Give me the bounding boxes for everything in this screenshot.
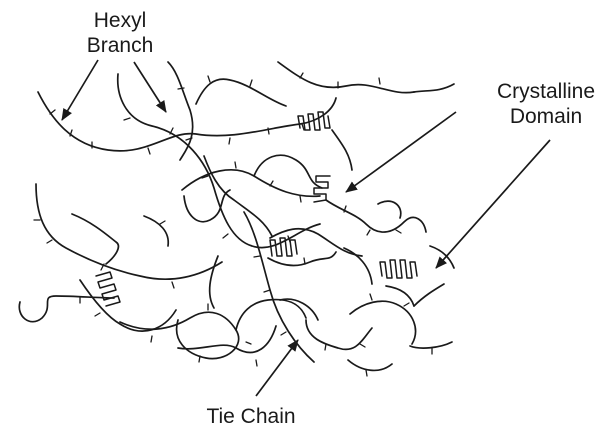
polymer-chain [386, 286, 414, 306]
polymer-chain [254, 155, 322, 188]
polymer-chain [268, 252, 336, 265]
hexyl-branch-arrow [62, 60, 98, 120]
crystalline-domain [380, 260, 417, 278]
polymer-chain [178, 326, 276, 352]
polymer-chain [204, 156, 272, 236]
polymer-chain [118, 74, 320, 248]
polymer-chain [210, 256, 218, 308]
branch-tick [367, 230, 370, 235]
polymer-chain [72, 214, 118, 264]
branch-tick [246, 342, 251, 344]
branch-tick [172, 282, 174, 288]
polymer-chain [414, 84, 454, 92]
branch-tick [281, 332, 286, 335]
crystalline-domain-label: Crystalline Domain [478, 79, 614, 129]
branch-tick [229, 138, 230, 144]
crystalline-domain [314, 176, 330, 202]
branch-tick [264, 290, 270, 292]
polymer-chain [19, 296, 114, 322]
polymer-chain [196, 79, 286, 106]
tie-chain-label-line: Tie Chain [186, 404, 316, 429]
crystalline-domain-arrow [346, 112, 456, 192]
branch-tick [223, 234, 228, 238]
branch-tick [160, 221, 165, 224]
branch-tick [404, 303, 409, 306]
crystalline-domain-label-line: Crystalline [478, 79, 614, 104]
polymer-chain [430, 246, 454, 268]
branch-tick [50, 110, 55, 114]
hexyl-branch-arrow [134, 62, 166, 112]
branch-tick [250, 80, 252, 86]
hexyl-branch-label-line: Branch [66, 33, 174, 58]
polymer-chain [184, 190, 230, 222]
branch-tick [370, 294, 372, 300]
polymer-chain [326, 200, 426, 232]
hexyl-branch-label: Hexyl Branch [66, 8, 174, 58]
branch-tick [254, 256, 260, 257]
polymer-chain [182, 170, 320, 196]
hexyl-branch-ticks [34, 73, 432, 376]
polymer-chain [120, 312, 239, 358]
branch-tick [366, 370, 367, 376]
branch-tick [304, 258, 305, 264]
polymer-chain [332, 130, 352, 170]
polymer-chain [350, 301, 415, 344]
polymer-chains [19, 62, 454, 370]
crystalline-domain-label-line: Domain [478, 104, 614, 129]
branch-tick [256, 360, 257, 366]
polymer-chain [270, 229, 362, 256]
branch-tick [300, 196, 301, 202]
polymer-chain [414, 284, 444, 306]
polymer-chain [348, 360, 392, 370]
crystalline-domain-arrow [436, 140, 550, 268]
branch-tick [379, 78, 380, 84]
polymer-chain [236, 300, 306, 330]
crystalline-domain [96, 272, 120, 306]
branch-tick [151, 336, 152, 342]
polymer-chain [410, 342, 452, 348]
hexyl-branch-label-line: Hexyl [66, 8, 174, 33]
branch-tick [148, 148, 150, 154]
polymer-chain [280, 299, 318, 320]
branch-tick [235, 162, 236, 168]
callout-arrows [62, 60, 550, 396]
branch-tick [396, 230, 401, 233]
branch-tick [47, 240, 52, 243]
branch-tick [95, 313, 100, 316]
polymer-chain [36, 184, 222, 279]
tie-chain-label: Tie Chain [186, 404, 316, 429]
polymer-chain [278, 62, 414, 93]
branch-tick [208, 76, 210, 82]
branch-tick [124, 118, 130, 120]
polymer-chain [80, 280, 176, 331]
branch-tick [325, 344, 326, 350]
polymer-chain [378, 201, 401, 218]
branch-tick [360, 344, 365, 347]
polymer-chain [244, 212, 314, 362]
polymer-chain [168, 62, 193, 160]
